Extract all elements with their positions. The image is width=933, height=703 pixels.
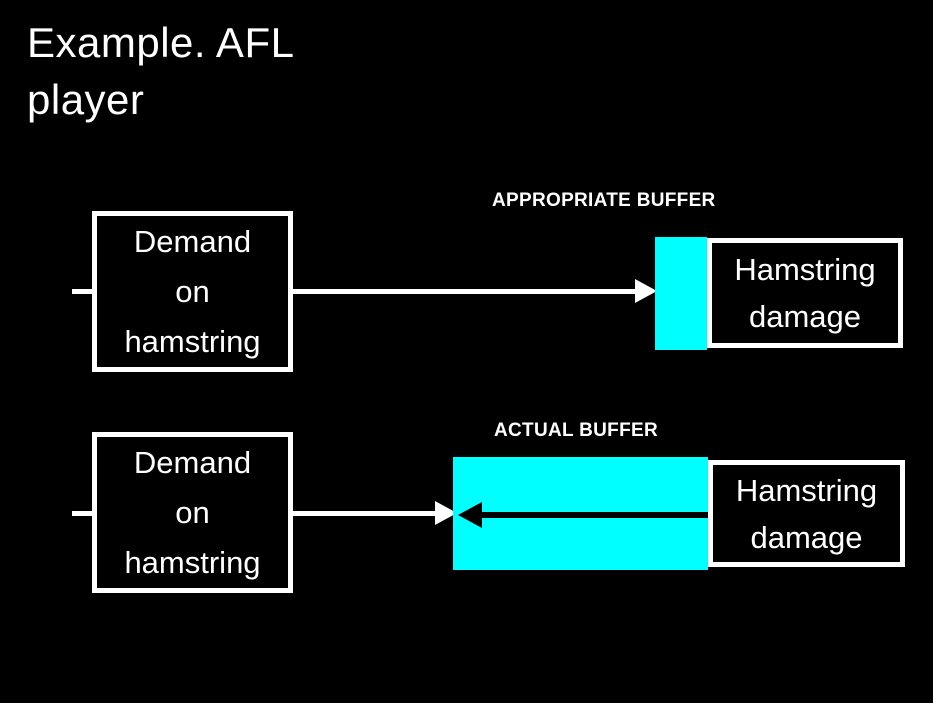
top-demand-box-line2: on xyxy=(175,273,210,309)
top-white-arrow-head xyxy=(635,279,657,303)
bottom-demand-box-line1: Demand xyxy=(133,444,252,480)
top-damage-box-line1: Hamstring xyxy=(734,252,876,287)
top-demand-box-line3: hamstring xyxy=(124,323,261,359)
bottom-demand-box-line2: on xyxy=(175,494,210,530)
appropriate-buffer-rect xyxy=(655,237,707,350)
appropriate-buffer-label: APPROPRIATE BUFFER xyxy=(492,190,716,211)
top-damage-box-line2: damage xyxy=(748,299,862,334)
black-arrow-head xyxy=(458,502,482,528)
bottom-damage-box: Hamstring damage xyxy=(708,460,905,567)
bottom-damage-box-line2: damage xyxy=(750,519,863,555)
bottom-white-arrow-shaft xyxy=(293,511,437,516)
bottom-left-stub-line xyxy=(72,511,93,516)
top-demand-box-line1: Demand xyxy=(133,223,252,259)
bottom-demand-box: Demand on hamstring xyxy=(92,432,293,593)
bottom-white-arrow-head xyxy=(435,501,457,525)
bottom-damage-box-line1: Hamstring xyxy=(735,472,878,508)
black-arrow-shaft xyxy=(480,512,708,518)
top-demand-box: Demand on hamstring xyxy=(92,211,293,372)
actual-buffer-label: ACTUAL BUFFER xyxy=(494,420,658,441)
slide-title-line2: player xyxy=(27,76,145,123)
top-left-stub-line xyxy=(72,289,93,294)
slide-title-line1: Example. AFL xyxy=(27,19,295,66)
top-damage-box: Hamstring damage xyxy=(707,238,903,348)
bottom-demand-box-line3: hamstring xyxy=(124,544,261,580)
slide-title: Example. AFL player xyxy=(27,14,294,128)
top-white-arrow-shaft xyxy=(293,289,635,294)
